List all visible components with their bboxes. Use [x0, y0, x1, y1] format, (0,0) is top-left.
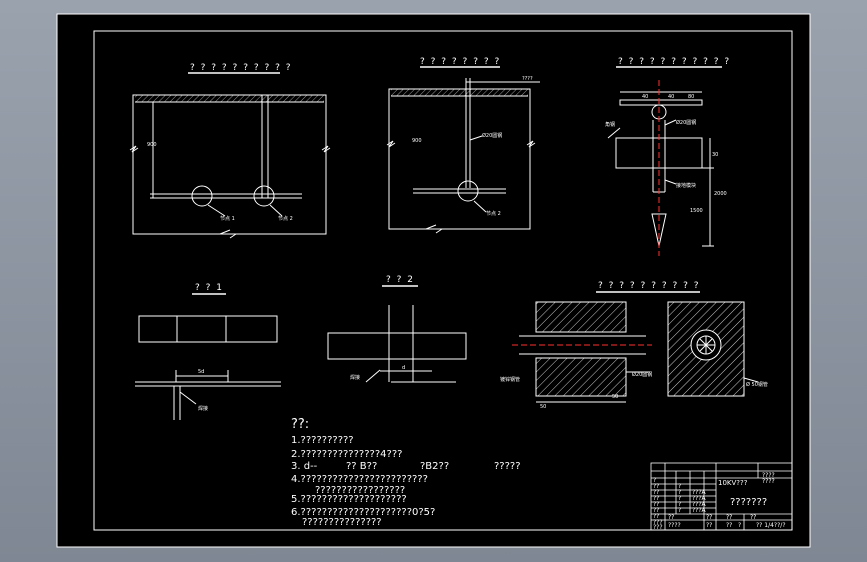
tb-footer-no: ?? 1/4??/?: [756, 522, 786, 529]
view-2-dim: 900: [412, 138, 422, 144]
view-3-title: ? ? ? ? ? ? ? ? ? ? ?: [618, 57, 731, 67]
tb-a-1: ?: [678, 489, 681, 496]
view-3-dim-c: 80: [688, 94, 694, 100]
detail-4: ? ? ? ? ? ? ? ? ? ? 镀锌钢管 Ø20圆钢 50 50 Ø 5…: [500, 281, 768, 410]
view-3-dim-vert2: 2000: [714, 191, 727, 197]
tb-a-2: ?: [678, 495, 681, 502]
detail-4-rod-label: Ø20圆钢: [632, 371, 652, 378]
note-5: 5.????????????????????: [291, 494, 407, 505]
tb-b-2: ???A: [692, 501, 707, 508]
note-1: 1.??????????: [291, 435, 354, 446]
view-3-tag1: Ø20圆钢: [676, 119, 696, 126]
view-2-rod-label: Ø20圆钢: [482, 132, 502, 139]
title-block: 10KV??? ??????? ???? ???? ? ?? ?? ?? ?? …: [650, 462, 793, 531]
note-6b: ???????????????: [302, 517, 382, 528]
view-3-electrode-tip: [651, 213, 667, 247]
tb-project: 10KV???: [718, 479, 748, 487]
tb-footer-2: ??: [750, 514, 756, 521]
tb-meta-1: ????: [762, 472, 775, 479]
note-3b: ?? B??: [346, 461, 377, 472]
tb-b-3: ???A: [692, 507, 707, 514]
tb-a-3: ?: [678, 501, 681, 508]
detail-1-dim: 5d: [198, 369, 204, 375]
notes: ??: 1.?????????? 2.???????????????4??? 3…: [291, 417, 521, 528]
detail-4-pipe-label: 镀锌钢管: [500, 376, 520, 383]
tb-b-0: ???A: [692, 489, 707, 496]
detail-4-dim2: 50: [612, 394, 618, 400]
tb-b-1: ???A: [692, 495, 707, 502]
detail-2-weld: 焊接: [350, 374, 360, 381]
tb-row-3: ??: [653, 495, 659, 502]
view-3: ? ? ? ? ? ? ? ? ? ? ? 40 40 80 角钢 Ø20圆钢 …: [605, 57, 731, 256]
note-3c: ?B2??: [420, 461, 449, 472]
tb-meta-2: ????: [762, 478, 775, 485]
paper: [56, 13, 811, 548]
tb-row-7: ???: [653, 519, 663, 526]
detail-2: ? ? 2 焊接 d: [327, 275, 467, 383]
view-3-left-label: 角钢: [605, 121, 615, 128]
note-6a: 6.?????????????????????0?5?: [291, 507, 435, 518]
note-3a: 3. d--: [291, 461, 318, 472]
detail-1-weld: 焊接: [198, 405, 208, 412]
tb-footer-5: ?: [738, 522, 741, 529]
tb-footer-6: ??: [668, 514, 674, 521]
inner-frame: [93, 30, 793, 531]
detail-4-block-top: [535, 301, 627, 333]
node-2-marker: [253, 185, 275, 207]
note-4b: ?????????????????: [315, 485, 405, 496]
detail-4-callout: Ø 50钢管: [746, 381, 768, 388]
note-4a: 4.????????????????????????: [291, 474, 428, 485]
tb-footer-7: ????: [668, 522, 681, 529]
tb-row-6: ??: [653, 513, 659, 520]
note-3d: ?????: [494, 461, 521, 472]
view-3-dim-vert3: 1500: [690, 208, 703, 214]
tb-a-4: ?: [678, 507, 681, 514]
detail-1-title: ? ? 1: [195, 283, 224, 293]
tb-row-4: ??: [653, 501, 659, 508]
view-1-title: ? ? ? ? ? ? ? ? ? ?: [190, 63, 292, 73]
tb-footer-3: ??: [706, 522, 712, 529]
tb-row-1: ??: [653, 483, 659, 490]
tb-drawing-name: ???????: [730, 497, 767, 508]
view-2: ? ? ? ? ? ? ? ? ???? Ø20圆钢 900 节点 2: [386, 57, 540, 234]
detail-2-title: ? ? 2: [386, 275, 415, 285]
tb-footer-0: ??: [706, 514, 712, 521]
node-1-marker: [191, 185, 213, 207]
view-3-tag2: 接地模块: [676, 182, 696, 189]
tb-row-0: ?: [653, 477, 656, 484]
detail-2-dim: d: [402, 365, 405, 371]
view-2-node2-label: 节点 2: [486, 211, 501, 217]
detail-4-title: ? ? ? ? ? ? ? ? ? ?: [598, 281, 700, 291]
view-3-dim-a: 40: [642, 94, 648, 100]
view-2-top-label: ????: [522, 76, 533, 82]
view-3-dim-vert1: 30: [712, 152, 718, 158]
note-2: 2.???????????????4???: [291, 449, 402, 460]
tb-row-8: ???: [653, 524, 663, 531]
notes-heading: ??:: [291, 417, 309, 432]
tb-footer-1: ??: [726, 514, 732, 521]
view-1-node2-label: 节点 2: [278, 216, 293, 222]
tb-row-2: ??: [653, 489, 659, 496]
detail-4-block-bottom: [535, 357, 627, 397]
tb-a-0: ?: [678, 483, 681, 490]
view-2-title: ? ? ? ? ? ? ? ?: [420, 57, 501, 67]
view-1-node1-label: 节点 1: [220, 216, 235, 222]
tb-footer-4: ??: [726, 522, 732, 529]
view-2-node-marker: [457, 180, 479, 202]
detail-4-dim1: 50: [540, 404, 546, 410]
view-1: ? ? ? ? ? ? ? ? ? ? 900 节点 1 节点 2: [129, 63, 331, 239]
detail-1: ? ? 1 5d 焊接: [135, 283, 281, 420]
view-3-dim-b: 40: [668, 94, 674, 100]
view-1-dim: 900: [147, 142, 157, 148]
tb-row-5: ??: [653, 507, 659, 514]
